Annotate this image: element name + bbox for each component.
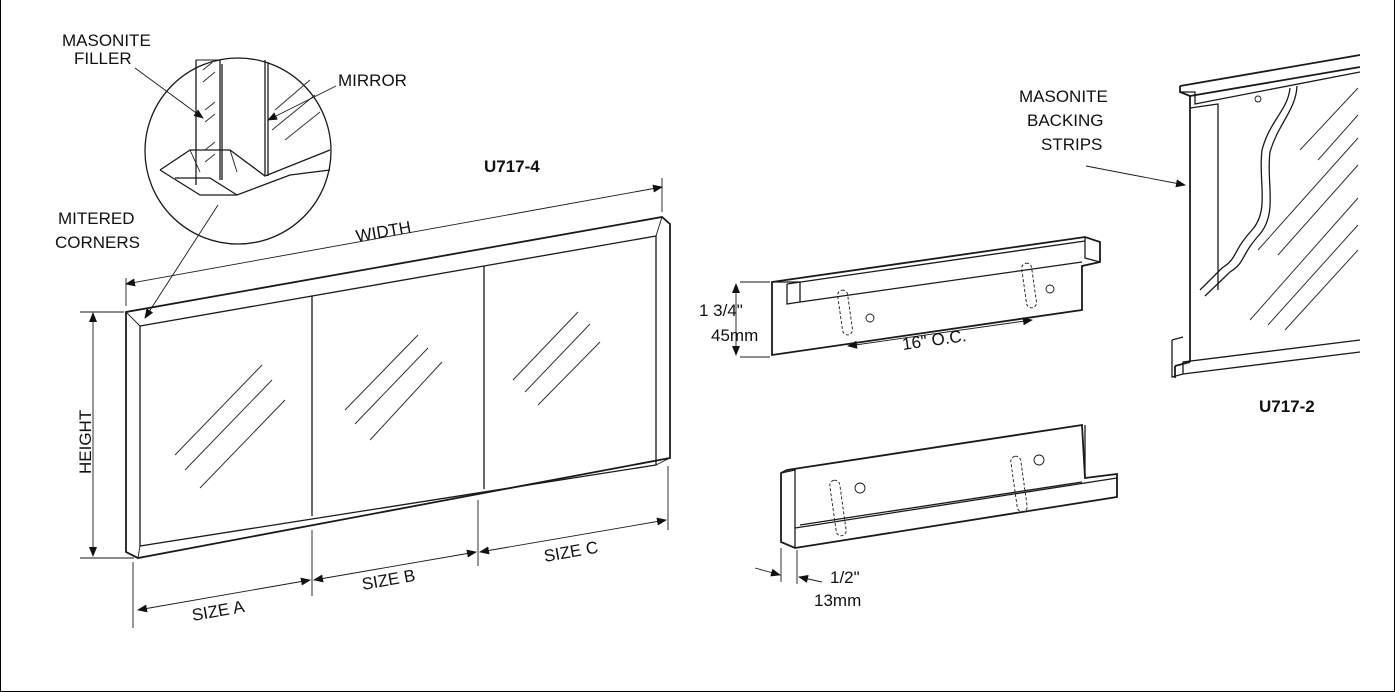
- width-label: WIDTH: [354, 218, 412, 246]
- masonite-backing-label-line3: STRIPS: [1041, 135, 1102, 154]
- corner-detail-circle: [144, 57, 332, 245]
- top-bracket-spacing-label: 16" O.C.: [901, 326, 968, 354]
- size-b-dimension-line: [313, 549, 477, 583]
- mitered-corners-label-line1: MITERED: [58, 209, 135, 228]
- model-main-label: U717-4: [484, 157, 540, 176]
- bottom-bracket-arrow-right: [798, 575, 823, 583]
- top-bracket-height-mm: 45mm: [711, 326, 758, 345]
- size-a-dimension-line: [137, 577, 311, 613]
- mirror-leader: [267, 85, 337, 121]
- bottom-bracket-depth-mm: 13mm: [814, 591, 861, 610]
- mitered-corners-label-line2: CORNERS: [55, 233, 140, 252]
- cabinet-cutaway-view: [1171, 54, 1361, 378]
- size-c-label: SIZE C: [542, 538, 599, 566]
- masonite-filler-label-line1: MASONITE: [62, 31, 151, 50]
- size-a-label: SIZE A: [190, 597, 246, 625]
- bottom-bracket-arrow-left: [754, 567, 781, 577]
- cabinet-front-view: [125, 216, 671, 559]
- masonite-backing-label-line1: MASONITE: [1019, 87, 1108, 106]
- bottom-mounting-bracket: [780, 423, 1118, 549]
- mirror-label: MIRROR: [338, 71, 407, 90]
- width-dimension-line: [125, 184, 663, 287]
- height-label: HEIGHT: [76, 410, 95, 474]
- size-c-dimension-line: [479, 517, 667, 555]
- model-side-label: U717-2: [1259, 397, 1315, 416]
- top-bracket-height-in: 1 3/4": [699, 301, 743, 320]
- bottom-bracket-depth-in: 1/2": [830, 568, 860, 587]
- masonite-filler-label-line2: FILLER: [74, 49, 132, 68]
- top-bracket-spacing-line: [847, 317, 1033, 349]
- masonite-filler-leader: [134, 67, 204, 119]
- mitered-corners-leader: [144, 204, 219, 319]
- masonite-backing-label-line2: BACKING: [1027, 111, 1104, 130]
- masonite-backing-leader: [1085, 165, 1186, 188]
